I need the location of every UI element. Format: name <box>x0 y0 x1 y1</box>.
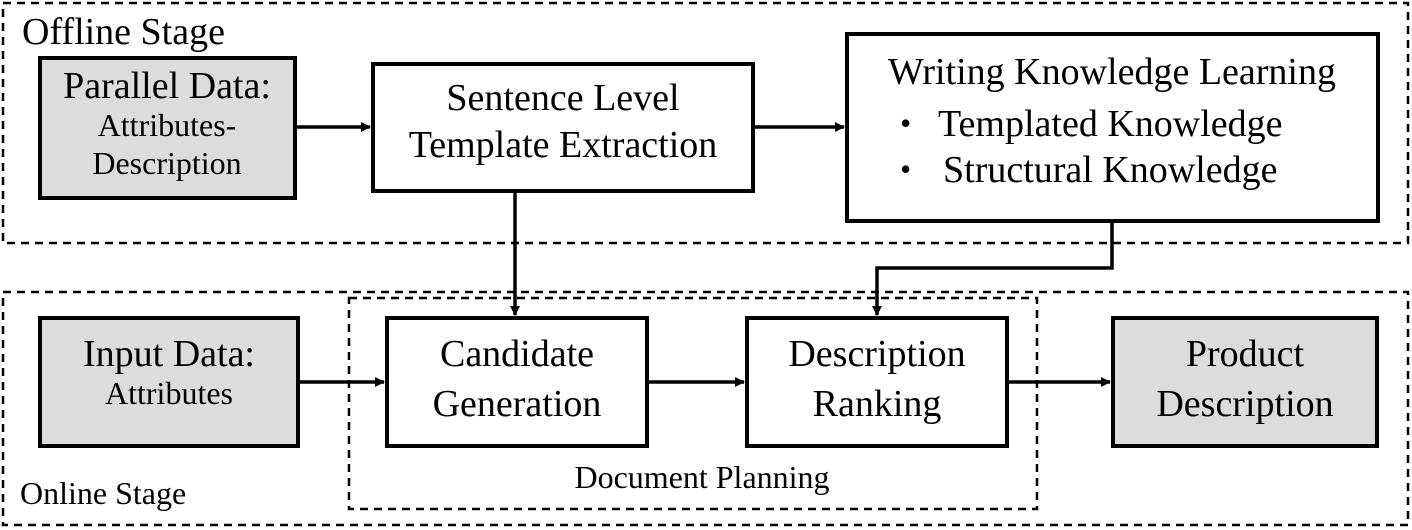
input-data-title: Input Data: <box>83 333 255 375</box>
template-extraction-box: Sentence Level Template Extraction <box>371 62 755 193</box>
input-data-box: Input Data: Attributes <box>38 316 300 448</box>
product-description-line2: Description <box>1156 383 1333 425</box>
knowledge-learning-box: Writing Knowledge Learning • Templated K… <box>845 32 1380 223</box>
document-planning-region <box>347 296 1039 511</box>
parallel-data-box: Parallel Data: Attributes- Description <box>38 56 297 200</box>
product-description-box: Product Description <box>1111 316 1379 448</box>
candidate-generation-line1: Candidate <box>440 333 594 375</box>
knowledge-item-templated: Templated Knowledge <box>938 103 1283 145</box>
description-ranking-box: Description Ranking <box>745 316 1009 448</box>
online-stage-label: Online Stage <box>20 475 186 511</box>
parallel-data-line3: Description <box>92 145 241 181</box>
template-extraction-line1: Sentence Level <box>446 77 679 119</box>
document-planning-label: Document Planning <box>574 459 829 495</box>
bullet-icon: • <box>900 151 911 187</box>
knowledge-learning-title: Writing Knowledge Learning <box>888 51 1336 93</box>
offline-stage-label: Offline Stage <box>22 11 225 53</box>
candidate-generation-line2: Generation <box>433 383 602 425</box>
template-extraction-line2: Template Extraction <box>409 124 718 166</box>
arrow-knowledge-to-ranking <box>872 222 1114 316</box>
bullet-icon: • <box>900 105 911 141</box>
knowledge-item-structural: Structural Knowledge <box>943 149 1278 191</box>
description-ranking-line2: Ranking <box>813 383 942 425</box>
product-description-line1: Product <box>1186 333 1305 375</box>
candidate-generation-box: Candidate Generation <box>385 316 649 448</box>
offline-stage-region <box>1 1 1410 245</box>
parallel-data-line2: Attributes- <box>98 107 237 143</box>
parallel-data-title: Parallel Data: <box>63 65 271 107</box>
input-data-line2: Attributes <box>105 375 233 411</box>
online-stage-region <box>1 290 1410 527</box>
description-ranking-line1: Description <box>788 333 965 375</box>
